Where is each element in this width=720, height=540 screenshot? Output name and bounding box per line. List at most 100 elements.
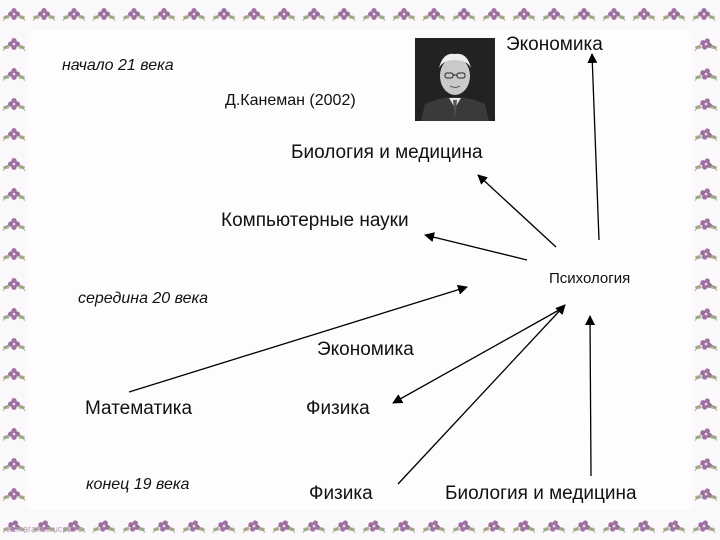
flower-ornament — [694, 218, 718, 231]
flower-ornament — [694, 278, 718, 291]
flower-ornament — [694, 368, 718, 381]
flower-ornament — [512, 520, 536, 533]
flower-ornament — [392, 520, 416, 533]
flower-ornament — [2, 188, 26, 201]
flower-ornament — [694, 158, 718, 171]
flower-ornament — [632, 8, 656, 21]
arrow-math-to-psychology — [128, 284, 468, 393]
era-label-early-21: начало 21 века — [62, 57, 174, 74]
flower-ornament — [302, 520, 326, 533]
flower-ornament — [512, 8, 536, 21]
flower-ornament — [2, 38, 26, 51]
label-economics-mid: Экономика — [317, 339, 414, 360]
flower-ornament — [694, 308, 718, 321]
flower-ornament — [694, 428, 718, 441]
label-economics-top: Экономика — [506, 34, 603, 55]
flower-ornament — [482, 8, 506, 21]
arrow-psychology-to-economics — [587, 53, 600, 241]
flower-ornament — [2, 98, 26, 111]
flower-ornament — [32, 8, 56, 21]
flower-ornament — [452, 520, 476, 533]
flower-ornament — [694, 488, 718, 501]
flower-ornament — [2, 128, 26, 141]
flower-ornament — [2, 158, 26, 171]
label-physics-mid: Физика — [306, 398, 370, 419]
flower-ornament — [362, 520, 386, 533]
flower-ornament — [362, 8, 386, 21]
flower-ornament — [572, 520, 596, 533]
content-area — [28, 30, 692, 510]
label-psychology: Психология — [549, 270, 631, 287]
kahneman-portrait — [415, 38, 495, 121]
flower-ornament — [694, 98, 718, 111]
flower-ornament — [32, 520, 56, 533]
flower-ornament — [542, 520, 566, 533]
flower-ornament — [332, 520, 356, 533]
flower-ornament — [2, 488, 26, 501]
flower-ornament — [694, 188, 718, 201]
arrow-psychology-to-cs — [424, 232, 528, 261]
flower-ornament — [662, 8, 686, 21]
flower-ornament — [242, 8, 266, 21]
arrow-biomed-to-psychology — [585, 315, 596, 477]
flower-ornament — [694, 38, 718, 51]
label-mathematics: Математика — [85, 398, 193, 419]
flower-ornament — [332, 8, 356, 21]
flower-ornament — [692, 8, 716, 21]
flower-ornament — [62, 520, 86, 533]
flower-ornament — [694, 68, 718, 81]
flower-ornament — [572, 8, 596, 21]
watermark: elenaranko.ucoz.ru — [6, 524, 83, 534]
flower-ornament — [122, 520, 146, 533]
flower-ornament — [122, 8, 146, 21]
flower-ornament — [602, 8, 626, 21]
label-kahneman: Д.Канеман (2002) — [225, 92, 356, 109]
flower-ornament — [692, 520, 716, 533]
flower-ornament — [2, 458, 26, 471]
flower-ornament — [2, 68, 26, 81]
flower-ornament — [272, 520, 296, 533]
flower-ornament — [182, 520, 206, 533]
flower-ornament — [602, 520, 626, 533]
flower-ornament — [212, 8, 236, 21]
flower-ornament — [422, 8, 446, 21]
flower-ornament — [2, 338, 26, 351]
flower-ornament — [542, 8, 566, 21]
flower-ornament — [242, 520, 266, 533]
label-biomed-bottom: Биология и медицина — [445, 483, 637, 504]
flower-ornament — [694, 128, 718, 141]
flower-ornament — [452, 8, 476, 21]
label-biomed-top: Биология и медицина — [291, 142, 483, 163]
arrow-physics-to-psychology — [397, 304, 566, 485]
flower-ornament — [2, 428, 26, 441]
flower-ornament — [2, 278, 26, 291]
flower-ornament — [694, 338, 718, 351]
label-computer-science: Компьютерные науки — [221, 210, 409, 231]
flower-ornament — [2, 398, 26, 411]
flower-ornament — [2, 308, 26, 321]
arrow-psychology-to-biomed — [477, 174, 557, 248]
flower-ornament — [2, 218, 26, 231]
flower-ornament — [152, 520, 176, 533]
flower-ornament — [694, 248, 718, 261]
flower-ornament — [694, 398, 718, 411]
frame-ornaments — [2, 8, 718, 533]
flower-ornament — [272, 8, 296, 21]
flower-ornament — [662, 520, 686, 533]
flower-ornament — [62, 8, 86, 21]
era-label-mid-20: середина 20 века — [78, 290, 208, 307]
flower-ornament — [182, 8, 206, 21]
flower-ornament — [2, 248, 26, 261]
flower-ornament — [632, 520, 656, 533]
flower-ornament — [92, 520, 116, 533]
era-label-end-19: конец 19 века — [86, 476, 190, 493]
flower-ornament — [482, 520, 506, 533]
flower-ornament — [422, 520, 446, 533]
flower-ornament — [2, 8, 26, 21]
flower-ornament — [694, 458, 718, 471]
flower-ornament — [302, 8, 326, 21]
flower-ornament — [152, 8, 176, 21]
